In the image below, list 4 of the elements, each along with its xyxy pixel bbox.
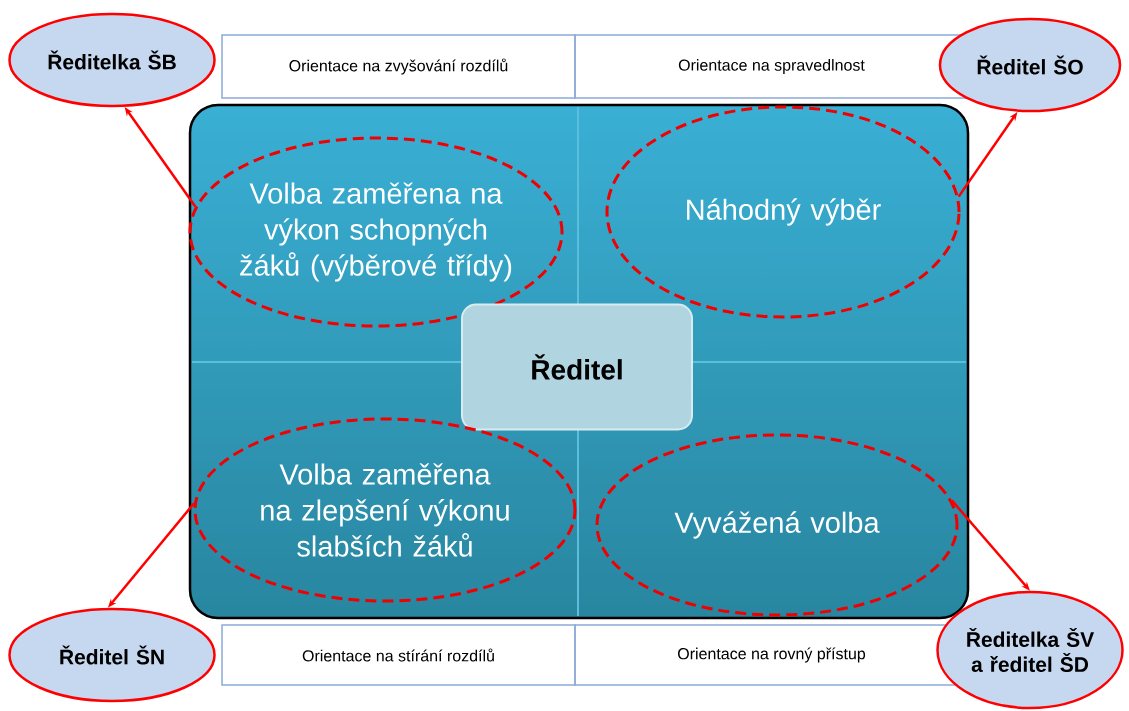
center-box: Ředitel xyxy=(461,303,693,431)
table-cell: Orientace na zvyšování rozdílů xyxy=(221,34,576,99)
table-cell: Orientace na stírání rozdílů xyxy=(221,624,576,686)
table-cell: Orientace na spravedlnost xyxy=(574,34,969,99)
